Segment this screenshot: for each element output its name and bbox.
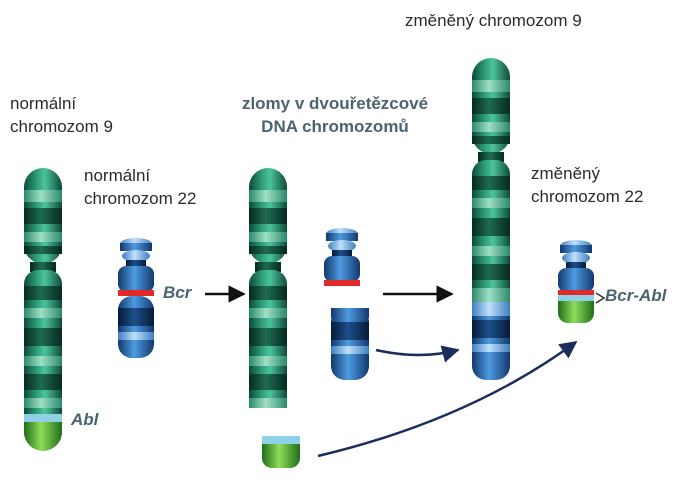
- abl-gene-label: Abl: [71, 410, 99, 429]
- changed-chromosome-9: [472, 58, 510, 380]
- breaks-heading: zlomy v dvouřetězcové DNA chromozomů: [241, 94, 429, 136]
- normal-chromosome-22: [118, 238, 154, 358]
- bcr-abl-gene-label: Bcr-Abl: [605, 286, 667, 305]
- arrow-abl-to-chr22: [317, 340, 578, 458]
- broken-chromosome-9: [249, 168, 287, 418]
- changed-chromosome-22: [558, 240, 594, 323]
- abl-fragment: [262, 436, 300, 468]
- changed-chromosome-9-label: změněný chromozom 9: [405, 11, 582, 30]
- chr22-lower-fragment: [331, 308, 369, 380]
- bcr-gene-label: Bcr: [163, 283, 192, 302]
- fusion-pointer: [595, 292, 606, 304]
- normal-chromosome-9: [24, 168, 62, 451]
- bcr-fragment-top: [324, 228, 360, 286]
- normal-chromosome-22-label: normální chromozom 22: [84, 166, 197, 208]
- changed-chromosome-22-label: změněný chromozom 22: [531, 164, 644, 206]
- arrow-chr22-to-chr9: [375, 345, 460, 363]
- normal-chromosome-9-label: normální chromozom 9: [10, 94, 113, 136]
